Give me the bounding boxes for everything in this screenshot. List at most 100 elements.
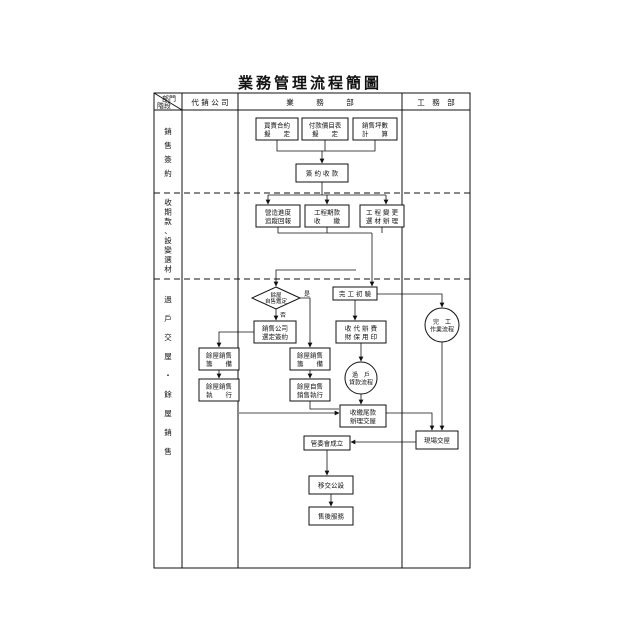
- box-text-line: 辦理交屋: [350, 416, 377, 425]
- corner-diagonal: [153, 92, 183, 111]
- box-collect-fees: 收 代 辦 費財 保 用 印: [335, 320, 387, 344]
- box-text-line: 收 代 辦 費: [345, 323, 378, 332]
- box-site-handover-frame: [415, 430, 459, 450]
- stage-label-char: 售: [164, 140, 172, 150]
- box-public-handover: 移交公設: [308, 475, 354, 495]
- stage-label-char: 售: [164, 446, 172, 456]
- stage-label-char: 過: [164, 294, 172, 304]
- box-text-line: 籌 備: [297, 359, 324, 368]
- connectors: [216, 140, 445, 507]
- box-text-line: 執 行: [206, 390, 233, 399]
- circle-text-line: 完 工: [433, 318, 451, 326]
- box-text-line: 餘屋銷售: [297, 350, 323, 359]
- box-text-line: 買賣合約: [264, 120, 291, 129]
- box-text-line: 現場交屋: [424, 436, 451, 445]
- stage-label-char: 屋: [164, 352, 172, 361]
- stage-label-char: 戶: [164, 313, 172, 323]
- box-text-line: 選定簽約: [262, 332, 289, 341]
- box-after-sales-frame: [308, 506, 354, 526]
- box-text-line: 追蹤回報: [265, 216, 292, 225]
- stage-label-char: 款: [164, 216, 172, 226]
- box-text-line: 計 算: [362, 129, 389, 138]
- box-text-line: 付款價目表: [309, 120, 342, 129]
- decision-no-label: 否: [280, 312, 286, 319]
- column-header-business: 業 務 部: [286, 97, 354, 107]
- stage-label-char: 變: [164, 245, 172, 255]
- stage-label-char: 銷: [164, 126, 172, 136]
- box-text-line: 營造進度: [265, 207, 292, 216]
- box-text-line: 管委會成立: [311, 439, 344, 448]
- connector-agency-contract-to-plan: [216, 331, 254, 348]
- box-text-line: 移交公設: [318, 481, 345, 490]
- stage-label-char: 收: [164, 197, 172, 207]
- page-title: 業務管理流程簡圖: [237, 74, 382, 92]
- connector-final-to-site: [386, 412, 435, 431]
- stage-label-char: 選: [164, 254, 172, 264]
- connector-to-decision: [273, 269, 356, 287]
- box-committee: 管委會成立: [303, 435, 351, 451]
- box-text-line: 擬 定: [312, 129, 339, 138]
- box-text-line: 完 工 初 驗: [339, 289, 372, 298]
- box-text-line: 餘屋自售: [297, 381, 323, 390]
- decision-label-line-2: 自售鑑定: [265, 297, 288, 305]
- stage-label-char: 簽: [164, 154, 172, 164]
- circle-text-line: 作業流程: [430, 326, 454, 334]
- box-signing-collection: 簽 約 收 款: [295, 163, 349, 183]
- connector-contract-to-signing: [276, 140, 325, 164]
- connector-completion-to-circle: [377, 293, 445, 308]
- box-text-line: 收 繳: [314, 216, 341, 225]
- box-text-line: 餘屋銷售: [206, 350, 232, 359]
- stage-label-char: 餘: [164, 389, 172, 399]
- box-text-line: 收繳尾款: [350, 407, 377, 416]
- box-text-line: 售後服務: [318, 512, 345, 521]
- circle-text-line: 貸款流程: [349, 379, 373, 387]
- connector-decision-yes: [300, 297, 313, 348]
- box-text-line: 擬 定: [264, 129, 291, 138]
- box-text-line: 財 保 用 印: [345, 332, 377, 341]
- corner-label-bottom: 階段: [157, 101, 171, 110]
- stage-label-char: 期: [164, 208, 172, 217]
- column-header-engineering: 工 務 部: [417, 97, 455, 107]
- box-text-line: 銷售坪數: [362, 120, 389, 129]
- column-header-agency: 代 銷 公 司: [191, 97, 228, 107]
- box-text-line: 工 程 變 更: [366, 207, 399, 216]
- stage-label-char: ・: [164, 371, 172, 380]
- stage-label-char: 銷: [164, 427, 172, 437]
- box-text-line: 選 材 辦 理: [366, 216, 399, 225]
- decision-label-line-1: 餘屋: [270, 291, 282, 299]
- decision-self-sale: 餘屋 自售鑑定 是 否: [250, 286, 310, 319]
- box-text-line: 銷售執行: [297, 390, 324, 399]
- box-text-line: 銷售公司: [262, 323, 288, 332]
- stage-label-char: 交: [164, 332, 172, 342]
- outer-frame: [153, 92, 471, 569]
- circle-text-line: 過 戶: [352, 371, 370, 379]
- box-text-line: 簽 約 收 款: [306, 169, 339, 178]
- decision-yes-label: 是: [304, 291, 310, 298]
- corner-label-top: 部門: [162, 94, 176, 103]
- stage-label-char: 材: [164, 264, 172, 274]
- box-change-material: 工 程 變 更選 材 辦 理: [359, 204, 405, 228]
- box-text-line: 籌 備: [206, 359, 233, 368]
- stage-label-char: 約: [164, 168, 172, 178]
- box-text-line: 餘屋銷售: [206, 381, 232, 390]
- connector-collection-merge: [277, 227, 383, 234]
- box-site-handover: 現場交屋: [415, 430, 459, 450]
- box-final-payment-frame: [339, 404, 387, 428]
- box-agency-exec-frame: [198, 378, 240, 402]
